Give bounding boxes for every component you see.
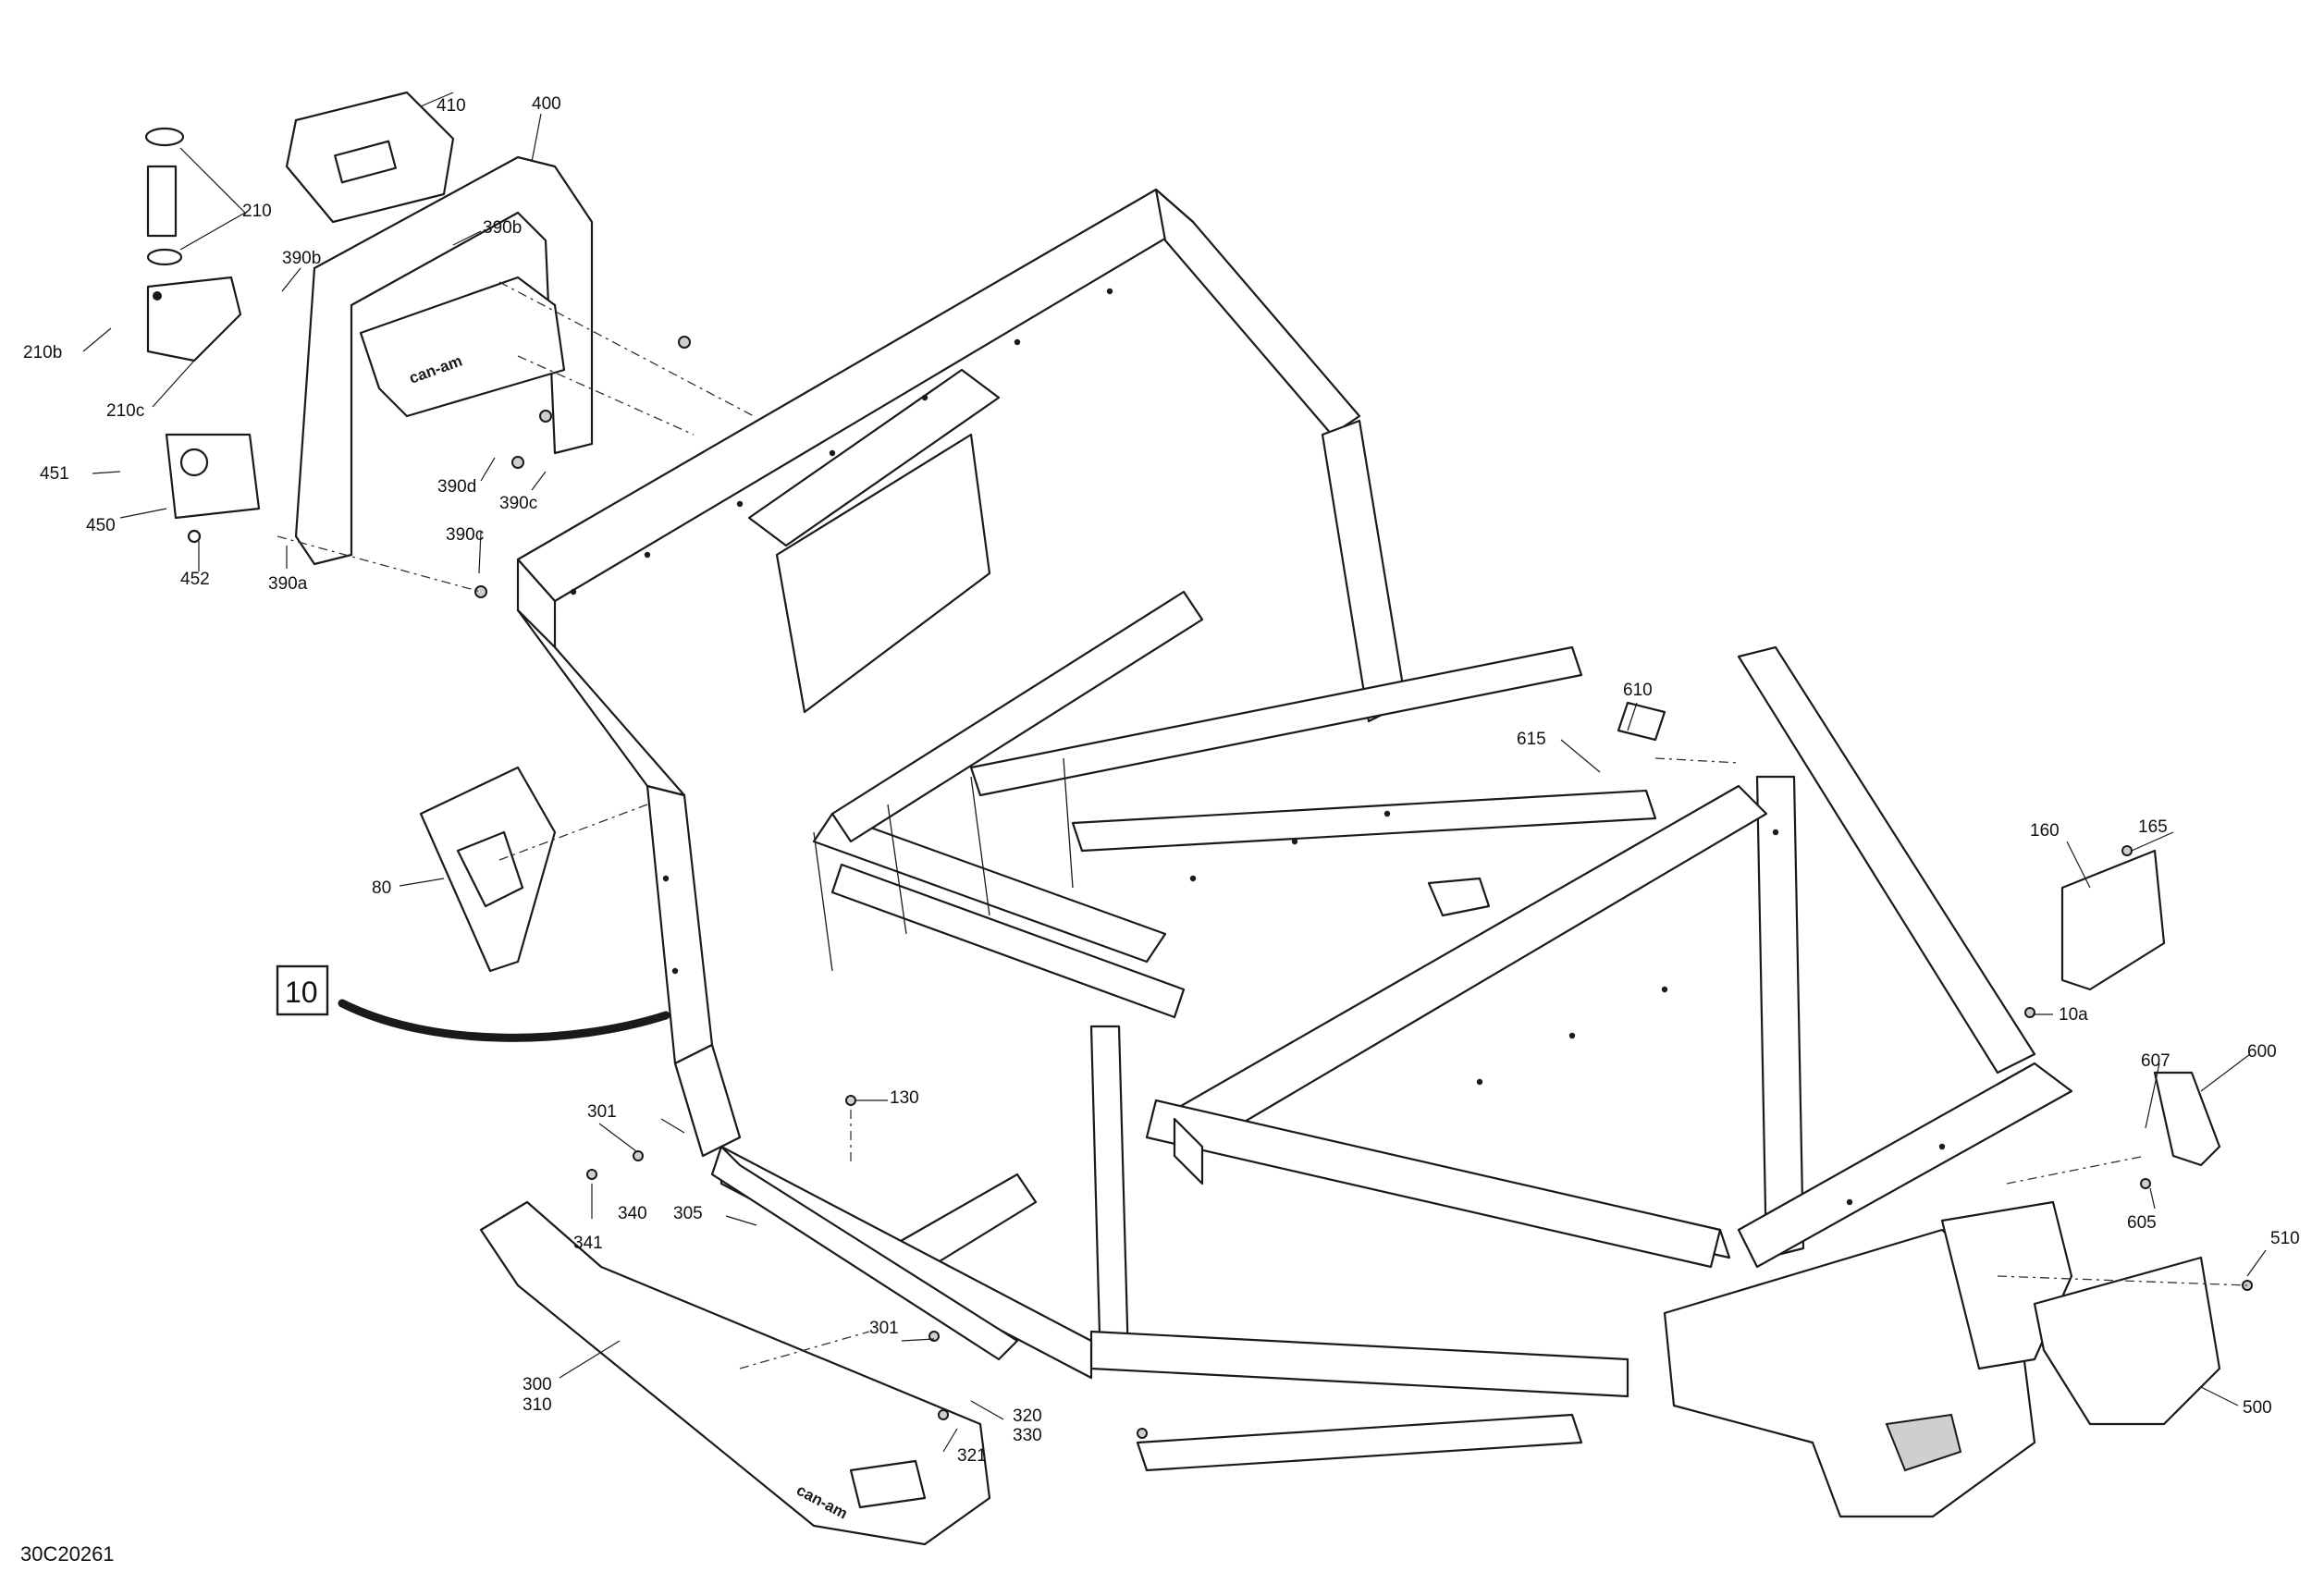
callouts: 410 400 210 390b 390b 210b 210c 451 450 … (23, 94, 2300, 1466)
rear-support-bar: can-am (285, 91, 594, 566)
callout-300: 300 (523, 1375, 552, 1394)
callout-607: 607 (2141, 1051, 2170, 1071)
callout-390a: 390a (268, 574, 308, 594)
callout-305: 305 (673, 1204, 703, 1223)
callout-450: 450 (86, 516, 116, 535)
callout-390c-right: 390c (446, 525, 484, 545)
callout-10a: 10a (2059, 1005, 2088, 1025)
callout-341: 341 (573, 1234, 603, 1253)
callout-410: 410 (437, 96, 466, 116)
callout-600: 600 (2247, 1042, 2277, 1062)
callout-510: 510 (2270, 1229, 2300, 1248)
reference-box-label: 10 (285, 976, 318, 1009)
callout-80: 80 (372, 878, 391, 898)
callout-165: 165 (2138, 817, 2168, 837)
callout-452: 452 (180, 570, 210, 589)
hitch-parts (144, 127, 261, 544)
hardware (474, 336, 2253, 1439)
main-frame (516, 188, 2073, 1518)
callout-160: 160 (2030, 821, 2060, 841)
diagram-id-label: 30C20261 (20, 1542, 115, 1566)
right-side-parts (1427, 701, 2221, 1426)
callout-615: 615 (1517, 730, 1546, 749)
callout-301-lower: 301 (869, 1319, 899, 1338)
callout-610: 610 (1623, 681, 1653, 700)
callout-210c: 210c (106, 401, 144, 421)
callout-130: 130 (890, 1088, 919, 1108)
callout-310: 310 (523, 1395, 552, 1415)
callout-390c-left: 390c (499, 494, 537, 513)
callout-321: 321 (957, 1446, 987, 1466)
callout-210b: 210b (23, 343, 62, 362)
callout-451: 451 (40, 464, 69, 484)
callout-301-upper: 301 (587, 1102, 617, 1122)
reference-box: 10 (276, 964, 329, 1016)
callout-390b-lower: 390b (282, 249, 321, 268)
callout-390d: 390d (437, 477, 476, 497)
callout-330: 330 (1013, 1426, 1042, 1445)
leader-lines (82, 92, 2267, 1453)
callout-340: 340 (618, 1204, 647, 1223)
callout-390b-upper: 390b (483, 218, 522, 238)
assembly-lines (277, 281, 2248, 1369)
callout-210: 210 (242, 202, 272, 221)
reference-arrow (338, 999, 670, 1042)
front-skid-plate: can-am (479, 1200, 991, 1546)
side-plate (419, 766, 557, 973)
callout-400: 400 (532, 94, 561, 114)
callout-320: 320 (1013, 1406, 1042, 1426)
callout-605: 605 (2127, 1213, 2157, 1233)
callout-500: 500 (2243, 1398, 2272, 1418)
